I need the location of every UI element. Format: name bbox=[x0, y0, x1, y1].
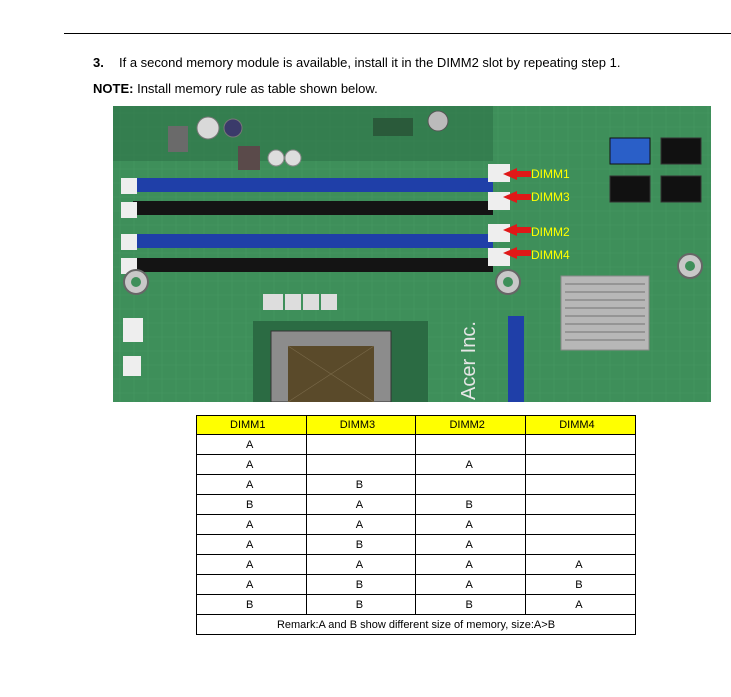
table-cell: B bbox=[415, 594, 527, 615]
table-cell: A bbox=[305, 494, 417, 515]
table-cell bbox=[305, 454, 417, 475]
table-cell bbox=[415, 434, 527, 455]
dimm4-photo-label: DIMM4 bbox=[531, 248, 570, 262]
table-cell: A bbox=[305, 554, 417, 575]
table-cell bbox=[525, 454, 636, 475]
table-cell bbox=[525, 494, 636, 515]
table-row: A bbox=[196, 434, 636, 455]
table-cell: A bbox=[196, 474, 307, 495]
table-cell: A bbox=[415, 514, 527, 535]
table-row: A B bbox=[196, 474, 636, 495]
table-cell bbox=[525, 474, 636, 495]
table-cell: B bbox=[525, 574, 636, 595]
note-label: NOTE: bbox=[93, 81, 134, 96]
table-cell: A bbox=[196, 554, 307, 575]
table-cell bbox=[525, 514, 636, 535]
col-header-dimm1: DIMM1 bbox=[196, 415, 307, 435]
table-cell: A bbox=[525, 594, 636, 615]
col-header-dimm3: DIMM3 bbox=[305, 415, 417, 435]
table-row: A B A B bbox=[196, 574, 636, 595]
table-row: B A B bbox=[196, 494, 636, 515]
table-cell: B bbox=[305, 594, 417, 615]
table-cell: B bbox=[415, 494, 527, 515]
table-cell: A bbox=[196, 534, 307, 555]
note-text: Install memory rule as table shown below… bbox=[137, 81, 378, 96]
table-row: B B B A bbox=[196, 594, 636, 615]
table-cell: B bbox=[305, 534, 417, 555]
table-cell: A bbox=[415, 554, 527, 575]
table-header-row: DIMM1 DIMM3 DIMM2 DIMM4 bbox=[196, 415, 636, 435]
header-rule bbox=[64, 33, 731, 34]
table-cell: B bbox=[305, 574, 417, 595]
table-cell: B bbox=[305, 474, 417, 495]
col-header-dimm2: DIMM2 bbox=[415, 415, 527, 435]
table-cell: B bbox=[196, 594, 307, 615]
memory-rule-table: DIMM1 DIMM3 DIMM2 DIMM4 A A A A B B A B bbox=[196, 415, 636, 635]
dimm3-photo-label: DIMM3 bbox=[531, 190, 570, 204]
table-cell: A bbox=[415, 534, 527, 555]
dimm2-photo-label: DIMM2 bbox=[531, 225, 570, 239]
note: NOTE: Install memory rule as table shown… bbox=[93, 81, 378, 96]
table-cell: A bbox=[196, 514, 307, 535]
table-remark-row: Remark:A and B show different size of me… bbox=[196, 614, 636, 635]
table-cell bbox=[415, 474, 527, 495]
table-cell bbox=[525, 434, 636, 455]
col-header-dimm4: DIMM4 bbox=[525, 415, 636, 435]
table-cell: A bbox=[305, 514, 417, 535]
table-cell: A bbox=[196, 574, 307, 595]
table-cell: B bbox=[196, 494, 307, 515]
step-number: 3. bbox=[93, 55, 104, 70]
table-cell: A bbox=[415, 574, 527, 595]
table-cell bbox=[525, 534, 636, 555]
table-cell bbox=[305, 434, 417, 455]
table-remark: Remark:A and B show different size of me… bbox=[196, 614, 636, 635]
table-cell: A bbox=[196, 454, 307, 475]
dimm1-photo-label: DIMM1 bbox=[531, 167, 570, 181]
table-cell: A bbox=[415, 454, 527, 475]
table-row: A A A A bbox=[196, 554, 636, 575]
step-text: If a second memory module is available, … bbox=[119, 55, 621, 70]
table-cell: A bbox=[525, 554, 636, 575]
table-row: A B A bbox=[196, 534, 636, 555]
step-3: 3. If a second memory module is available… bbox=[93, 55, 620, 70]
table-row: A A bbox=[196, 454, 636, 475]
table-row: A A A bbox=[196, 514, 636, 535]
table-cell: A bbox=[196, 434, 307, 455]
board-brand: Acer Inc. bbox=[458, 321, 480, 400]
motherboard-photo: DIMM1 DIMM3 DIMM2 DIMM4 Acer Inc. bbox=[113, 106, 711, 402]
